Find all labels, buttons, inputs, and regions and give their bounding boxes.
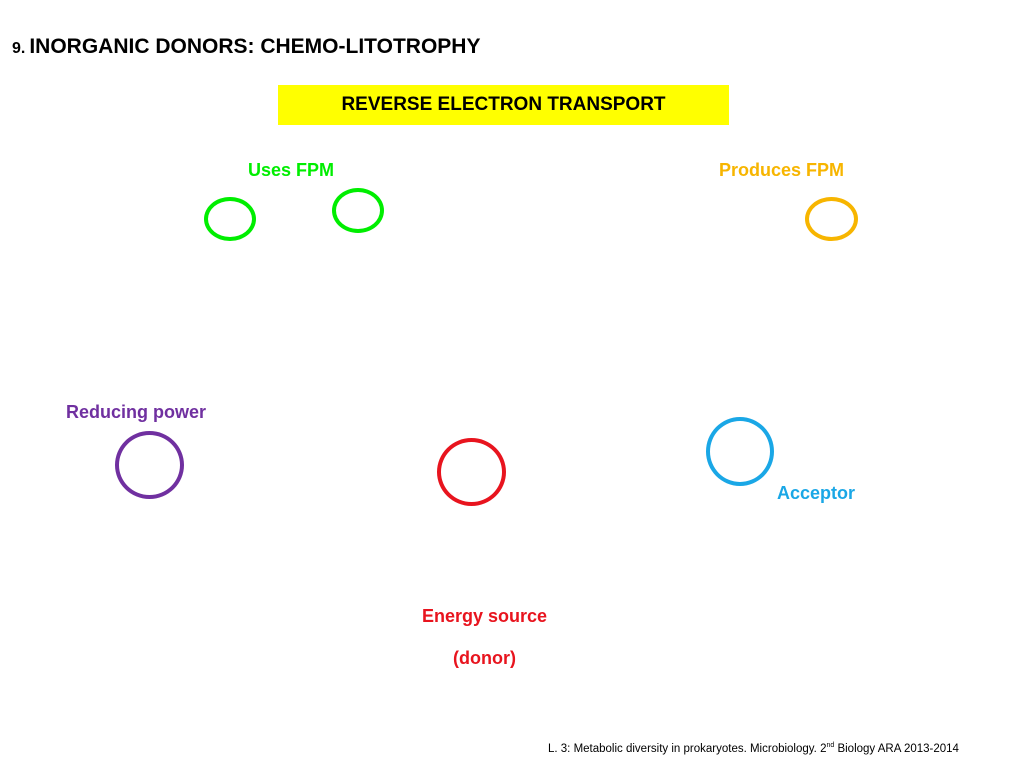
acceptor-circle [706,417,774,486]
donor-label: (donor) [453,648,516,668]
uses-fpm-label: Uses FPM [248,160,335,180]
slide-title-text: INORGANIC DONORS: CHEMO-LITOTROPHY [29,35,481,58]
slide-title: 9.INORGANIC DONORS: CHEMO-LITOTROPHY [12,36,480,57]
uses-fpm-circle-left [204,197,256,241]
energy-source-label: Energy source [422,606,548,626]
produces-fpm-circle [805,197,858,241]
footer-prefix: L. 3: Metabolic diversity in prokaryotes… [548,743,827,755]
acceptor-label: Acceptor [777,483,856,503]
reverse-electron-transport-banner: REVERSE ELECTRON TRANSPORT [278,85,729,125]
footer-suffix: Biology ARA 2013-2014 [834,743,959,755]
reducing-power-circle [115,431,184,499]
energy-source-circle [437,438,506,506]
footer-citation: L. 3: Metabolic diversity in prokaryotes… [548,742,959,756]
reducing-power-label: Reducing power [66,402,207,422]
produces-fpm-label: Produces FPM [719,160,845,180]
uses-fpm-circle-right [332,188,384,233]
slide-number: 9. [12,40,26,57]
footer-superscript: nd [826,742,835,750]
